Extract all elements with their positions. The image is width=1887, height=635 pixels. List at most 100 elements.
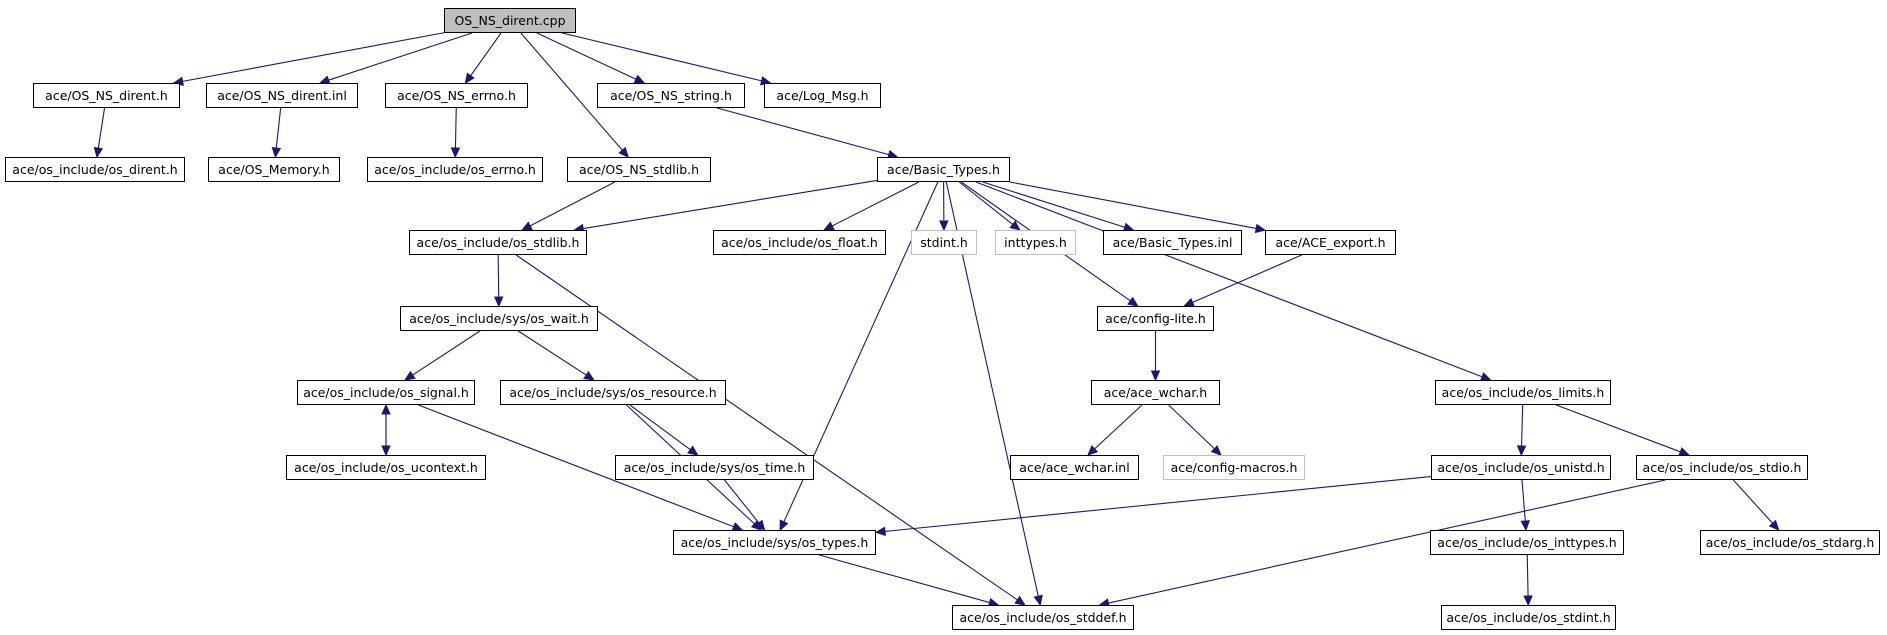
arrowhead-ace_wchar_h <box>1150 370 1161 382</box>
edge-basic_types_h-to-os_include_os_float_h <box>831 181 920 227</box>
node-ace-basic-types-inl[interactable]: ace/Basic_Types.inl <box>1103 230 1242 255</box>
node-os-ns-dirent-cpp[interactable]: OS_NS_dirent.cpp <box>444 8 576 33</box>
edge-ace_wchar_h-to-config_macros_h <box>1168 404 1215 450</box>
node-ace-ace-export-h[interactable]: ace/ACE_export.h <box>1265 230 1396 255</box>
edge-root-to-os_ns_string_h <box>536 32 637 80</box>
edge-os_ns_dirent_inl-to-os_memory_h <box>275 107 282 149</box>
node-ace-os-memory-h[interactable]: ace/OS_Memory.h <box>208 157 340 182</box>
arrowhead-os_include_os_stdarg_h <box>1768 519 1780 531</box>
node-ace-ace-wchar-inl[interactable]: ace/ace_wchar.inl <box>1010 455 1139 480</box>
arrowhead-os_ns_stdlib_h <box>618 146 629 158</box>
arrowhead-ace_wchar_inl <box>1087 445 1099 456</box>
node-os-include-os-inttypes-h[interactable]: ace/os_include/os_inttypes.h <box>1430 530 1624 555</box>
edge-root-to-os_ns_dirent_h <box>182 32 445 82</box>
node-ace-os-ns-errno-h[interactable]: ace/OS_NS_errno.h <box>385 83 528 108</box>
arrowhead-ace_export_h <box>1254 223 1267 234</box>
node-ace-ace-wchar-h[interactable]: ace/ace_wchar.h <box>1091 380 1220 405</box>
node-os-include-os-ucontext-h[interactable]: ace/os_include/os_ucontext.h <box>286 455 486 480</box>
edge-root-to-log_msg_h <box>561 32 762 82</box>
arrowhead-os_include_os_stdlib_h <box>521 221 533 231</box>
arrowhead-config_macros_h <box>1210 444 1222 456</box>
arrowhead-config_lite_h <box>1183 297 1195 307</box>
edge-os_include_os_inttypes_h-to-os_include_os_stdint_h <box>1526 554 1529 597</box>
edge-os_include_os_unistd_h-to-os_include_sys_os_types_h <box>884 475 1432 532</box>
edge-basic_types_h-to-inttypes_h <box>958 181 1014 225</box>
edge-os_include_sys_os_resource_h-to-os_include_sys_os_time_h <box>629 404 691 451</box>
edge-basic_types_h-to-ace_export_h <box>1009 181 1257 230</box>
node-os-include-os-stdlib-h[interactable]: ace/os_include/os_stdlib.h <box>409 230 587 255</box>
edge-os_include_os_limits_h-to-os_include_os_stdio_h <box>1555 404 1681 453</box>
edge-basic_types_h-to-os_include_os_stdlib_h <box>583 179 878 230</box>
edge-ace_export_h-to-config_lite_h <box>1192 254 1302 303</box>
arrowhead-stdint_h <box>939 220 949 232</box>
arrowhead-os_include_os_unistd_h <box>1516 445 1527 457</box>
node-inttypes-h[interactable]: inttypes.h <box>995 230 1076 255</box>
edge-os_ns_dirent_h-to-os_include_os_dirent_h <box>97 107 106 149</box>
node-os-include-sys-os-resource-h[interactable]: ace/os_include/sys/os_resource.h <box>500 380 726 405</box>
edge-root-to-os_ns_dirent_inl <box>328 32 473 81</box>
arrowhead-os_include_os_float_h <box>823 221 835 231</box>
arrowhead-os_include_sys_os_resource_h <box>583 370 595 381</box>
edge-os_ns_errno_h-to-os_include_os_errno_h <box>454 107 457 149</box>
node-os-include-sys-os-time-h[interactable]: ace/os_include/sys/os_time.h <box>615 455 814 480</box>
arrowhead-inttypes_h <box>1009 220 1021 231</box>
node-os-include-os-stddef-h[interactable]: ace/os_include/os_stddef.h <box>952 605 1134 630</box>
node-ace-config-lite-h[interactable]: ace/config-lite.h <box>1097 306 1214 331</box>
edge-os_include_sys_os_wait_h-to-os_include_sys_os_resource_h <box>517 330 587 376</box>
edge-root-to-os_ns_stdlib_h <box>520 32 623 151</box>
edge-os_include_sys_os_time_h-to-os_include_sys_os_types_h <box>724 479 760 524</box>
node-os-include-os-stdio-h[interactable]: ace/os_include/os_stdio.h <box>1636 455 1808 480</box>
arrowhead-os_include_os_signal_h <box>381 403 391 415</box>
node-os-include-os-signal-h[interactable]: ace/os_include/os_signal.h <box>297 380 475 405</box>
arrowhead-os_include_os_stdint_h <box>1523 595 1533 607</box>
arrowhead-os_include_sys_os_types_h <box>754 519 766 531</box>
edge-os_include_sys_os_wait_h-to-os_include_os_signal_h <box>412 330 481 376</box>
edge-os_include_os_limits_h-to-os_include_os_unistd_h <box>1521 404 1524 447</box>
node-ace-config-macros-h[interactable]: ace/config-macros.h <box>1163 455 1305 480</box>
node-os-include-os-stdint-h[interactable]: ace/os_include/os_stdint.h <box>1441 605 1616 630</box>
node-os-include-os-stdarg-h[interactable]: ace/os_include/os_stdarg.h <box>1700 530 1880 555</box>
edge-os_include_os_stdio_h-to-os_include_os_stdarg_h <box>1732 479 1774 524</box>
arrowhead-os_include_sys_os_types_h <box>779 519 789 532</box>
node-os-include-os-float-h[interactable]: ace/os_include/os_float.h <box>713 230 886 255</box>
edge-os_include_os_stdlib_h-to-os_include_sys_os_wait_h <box>497 254 500 298</box>
node-stdint-h[interactable]: stdint.h <box>911 230 977 255</box>
edge-os_ns_string_h-to-basic_types_h <box>716 107 889 156</box>
arrowhead-os_include_sys_os_wait_h <box>493 296 504 308</box>
edge-ace_wchar_h-to-ace_wchar_inl <box>1094 404 1143 450</box>
arrowhead-os_include_sys_os_time_h <box>687 445 699 456</box>
arrowhead-os_include_os_signal_h <box>404 370 416 381</box>
node-ace-log-msg-h[interactable]: ace/Log_Msg.h <box>764 83 881 108</box>
edge-os_include_os_stdio_h-to-os_include_os_stddef_h <box>1108 479 1666 604</box>
arrowhead-os_include_os_inttypes_h <box>1520 520 1530 532</box>
arrowhead-os_include_os_stddef_h <box>1033 594 1043 607</box>
node-ace-os-ns-dirent-inl[interactable]: ace/OS_NS_dirent.inl <box>206 83 358 108</box>
arrowhead-os_include_sys_os_types_h <box>874 526 886 537</box>
arrowhead-os_include_os_stddef_h <box>1014 595 1026 606</box>
edge-os_ns_stdlib_h-to-os_include_os_stdlib_h <box>529 181 616 227</box>
arrowhead-os_ns_string_h <box>633 74 646 84</box>
arrowhead-os_ns_errno_h <box>464 72 475 85</box>
node-ace-os-ns-dirent-h[interactable]: ace/OS_NS_dirent.h <box>33 83 180 108</box>
arrowhead-os_include_os_errno_h <box>450 147 461 159</box>
node-os-include-sys-os-types-h[interactable]: ace/os_include/sys/os_types.h <box>673 530 876 555</box>
edge-os_include_os_signal_h-to-os_include_sys_os_types_h <box>418 404 734 528</box>
node-os-include-os-dirent-h[interactable]: ace/os_include/os_dirent.h <box>5 157 185 182</box>
edge-os_include_os_stdlib_h-to-os_include_os_stddef_h <box>515 254 1018 601</box>
edge-os_include_sys_os_types_h-to-os_include_os_stddef_h <box>819 554 990 604</box>
node-os-include-sys-os-wait-h[interactable]: ace/os_include/sys/os_wait.h <box>400 306 598 331</box>
node-ace-os-ns-string-h[interactable]: ace/OS_NS_string.h <box>597 83 745 108</box>
node-os-include-os-unistd-h[interactable]: ace/os_include/os_unistd.h <box>1431 455 1611 480</box>
arrowhead-config_lite_h <box>1127 296 1139 307</box>
edge-root-to-os_ns_errno_h <box>470 32 502 76</box>
arrowhead-os_include_os_dirent_h <box>93 146 104 159</box>
arrowhead-os_memory_h <box>271 147 282 159</box>
node-os-include-os-limits-h[interactable]: ace/os_include/os_limits.h <box>1435 380 1611 405</box>
node-os-include-os-errno-h[interactable]: ace/os_include/os_errno.h <box>367 157 543 182</box>
node-ace-basic-types-h[interactable]: ace/Basic_Types.h <box>877 157 1010 182</box>
edge-basic_types_h-to-basic_types_inl <box>982 181 1125 228</box>
node-ace-os-ns-stdlib-h[interactable]: ace/OS_NS_stdlib.h <box>567 157 711 182</box>
edge-os_include_os_unistd_h-to-os_include_os_inttypes_h <box>1521 479 1526 522</box>
